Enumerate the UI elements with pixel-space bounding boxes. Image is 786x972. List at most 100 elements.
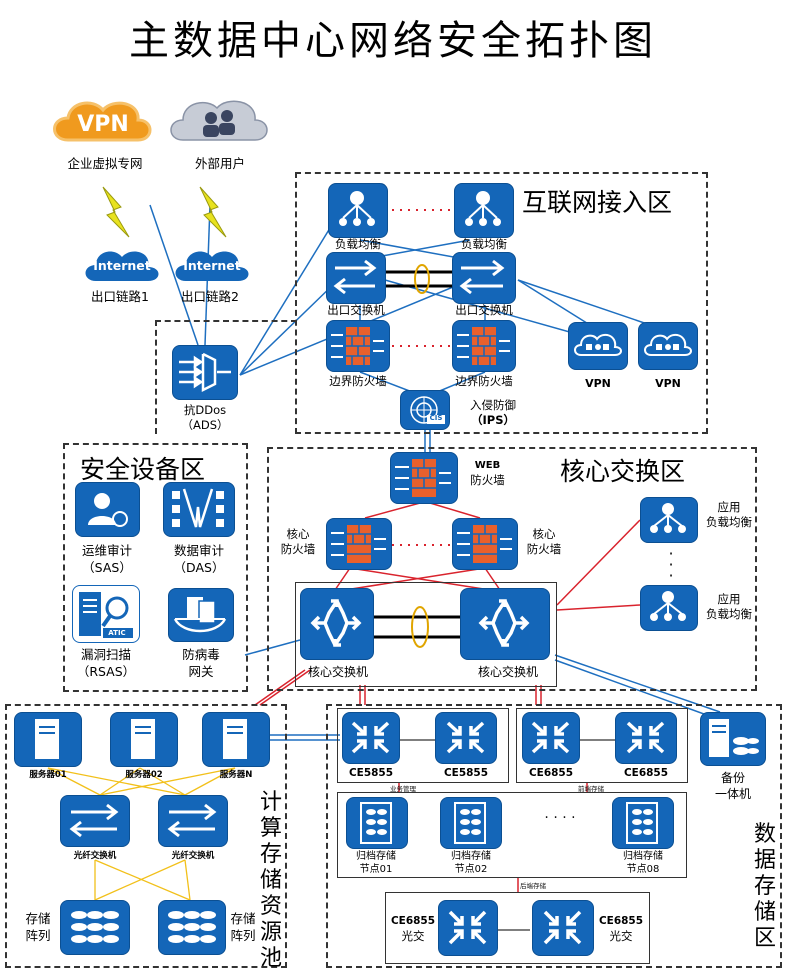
ips-badge: CIS <box>429 414 443 422</box>
das-device[interactable] <box>163 482 235 537</box>
vpn-gateway-1[interactable] <box>568 322 628 370</box>
load-balancer-1-label: 负载均衡 <box>335 237 381 251</box>
rsas-device[interactable] <box>72 585 140 643</box>
server-01[interactable] <box>14 712 82 767</box>
load-balancer-2[interactable] <box>454 183 514 238</box>
vulnerability-scan-icon <box>79 592 133 638</box>
web-firewall[interactable] <box>390 452 458 504</box>
lightning-icon <box>102 186 130 238</box>
internet-access-zone <box>295 172 708 434</box>
load-balancer-1[interactable] <box>328 183 388 238</box>
vpn-gateway-1-label: VPN <box>585 377 611 390</box>
archive-node-08[interactable] <box>612 797 674 849</box>
ops-audit-icon <box>88 493 128 527</box>
sas-label: 运维审计 （SAS） <box>81 543 132 575</box>
external-users-icon <box>170 100 268 141</box>
core-zone-title: 核心交换区 <box>560 457 686 486</box>
load-balancer-2-label: 负载均衡 <box>461 237 507 251</box>
biz-mgmt-label: 业务管理 <box>390 785 416 793</box>
storage-array-icon <box>168 911 216 943</box>
security-zone <box>63 443 248 692</box>
ips-label: 入侵防御 （IPS） <box>470 398 516 427</box>
das-label: 数据审计 （DAS） <box>173 543 225 575</box>
switch-arrows-icon <box>167 803 217 838</box>
ce6855-switch-a[interactable] <box>522 712 580 764</box>
internet-cloud-icon <box>85 251 159 281</box>
border-firewall-1-label: 边界防火墙 <box>329 374 387 388</box>
ce6855-optical-switch-2[interactable] <box>532 900 594 956</box>
app-load-balancer-1[interactable] <box>640 497 698 543</box>
storage-array-1[interactable] <box>60 900 130 955</box>
archive-node-02[interactable] <box>440 797 502 849</box>
ce5855-switch-a[interactable] <box>342 712 400 764</box>
core-switch-2[interactable] <box>460 588 550 660</box>
server-n[interactable] <box>202 712 270 767</box>
storage-array-2-label: 存储 阵列 <box>230 911 256 943</box>
server-01-label: 服务器01 <box>29 770 67 780</box>
firewall-icon <box>457 327 510 365</box>
ce6855-optical-switch-1[interactable] <box>438 900 498 956</box>
backup-appliance-label: 备份 一体机 <box>714 771 751 801</box>
ce6855-a-label: CE6855 <box>528 767 574 779</box>
border-firewall-2-label: 边界防火墙 <box>455 374 513 388</box>
sas-device[interactable] <box>75 482 140 537</box>
archive-node-01[interactable] <box>346 797 408 849</box>
border-firewall-1[interactable] <box>326 320 390 372</box>
core-switch-group <box>295 582 557 687</box>
ce6855-switch-b[interactable] <box>615 712 677 764</box>
server-02[interactable] <box>110 712 178 767</box>
core-switch-1[interactable] <box>300 588 374 660</box>
core-router-icon <box>310 599 362 647</box>
fiber-switch-1-label: 光纤交换机 <box>73 851 117 861</box>
rsas-label: 漏洞扫描 （RSAS） <box>76 647 136 679</box>
lightning-icon <box>199 186 227 238</box>
load-balancer-icon <box>650 503 686 533</box>
ads-label: 抗DDos （ADS） <box>181 403 229 432</box>
firewall-icon <box>331 525 386 563</box>
switch-arrows-icon <box>69 803 119 838</box>
ce5855-a-label: CE5855 <box>348 767 394 779</box>
core-firewall-2[interactable] <box>452 518 518 570</box>
firewall-icon <box>457 525 512 563</box>
load-balancer-icon <box>650 591 686 621</box>
compute-zone-title: 计 算 存 储 资 源 池 <box>259 790 282 971</box>
internet-link-label-2: 出口链路2 <box>181 289 239 304</box>
app-lb-ellipsis: · · · <box>668 544 674 585</box>
data-storage-zone <box>326 704 782 968</box>
vpn-gateway-2[interactable] <box>638 322 698 370</box>
fiber-switch-1[interactable] <box>60 795 130 847</box>
vpn-cloud-gateway-icon <box>644 333 692 356</box>
storage-array-2[interactable] <box>158 900 226 955</box>
internet-cloud-text-2: Internet <box>183 258 241 273</box>
app-load-balancer-2[interactable] <box>640 585 698 631</box>
server-02-label: 服务器02 <box>125 770 163 780</box>
ce5855-switch-b[interactable] <box>435 712 497 764</box>
security-zone-title: 安全设备区 <box>80 455 206 484</box>
archive-storage-icon <box>454 802 486 844</box>
firewall-icon <box>395 459 451 497</box>
ads-device[interactable] <box>172 345 238 400</box>
storage-array-icon <box>71 911 119 943</box>
backup-appliance[interactable] <box>700 712 766 766</box>
ce6855-b-label: CE6855 <box>623 767 669 779</box>
ce6855-optical-1-label: CE6855 光交 <box>390 915 436 943</box>
core-switch-1-label: 核心交换机 <box>307 665 368 679</box>
fiber-switch-2[interactable] <box>158 795 228 847</box>
external-users-label: 外部用户 <box>194 156 245 171</box>
antivirus-gateway-device[interactable] <box>168 588 234 642</box>
vpn-cloud-icon <box>53 101 152 142</box>
exit-switch-1[interactable] <box>326 252 386 304</box>
antivirus-gateway-label: 防病毒 网关 <box>182 647 220 679</box>
border-firewall-2[interactable] <box>452 320 516 372</box>
vpn-cloud-gateway-icon <box>574 333 622 356</box>
storage-array-1-label: 存储 阵列 <box>25 911 51 943</box>
core-firewall-1[interactable] <box>326 518 392 570</box>
exit-switch-2[interactable] <box>452 252 516 304</box>
core-zone <box>267 447 757 691</box>
server-icon <box>223 719 247 759</box>
ips-device[interactable] <box>400 390 450 430</box>
optical-switch-group <box>385 892 650 964</box>
fiber-switch-2-label: 光纤交换机 <box>171 851 215 861</box>
core-firewall-2-label: 核心 防火墙 <box>526 527 562 556</box>
archive-storage-icon <box>360 802 392 844</box>
